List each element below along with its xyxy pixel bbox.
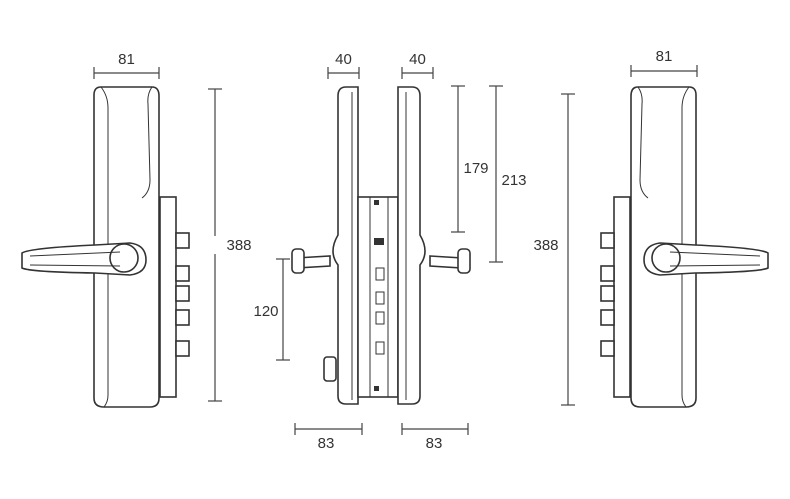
left-bolt-5 — [175, 340, 190, 357]
left-width-label: 81 — [118, 51, 135, 68]
right-height-label: 388 — [533, 237, 558, 254]
right-backplate — [613, 196, 631, 398]
mid-bottom-right-label: 83 — [426, 435, 443, 452]
left-handle-stub — [291, 248, 305, 274]
right-front-view — [600, 86, 769, 408]
mid-120-dimension: 120 — [250, 258, 290, 361]
mid-left-depth-label: 40 — [335, 51, 352, 68]
mid-213-dimension: 213 — [489, 85, 530, 263]
mortise-body — [357, 196, 399, 398]
mid-bottom-left-label: 83 — [318, 435, 335, 452]
right-bolt-3 — [600, 285, 615, 302]
left-bolt-3 — [175, 285, 190, 302]
mid-right-depth-label: 40 — [409, 51, 426, 68]
middle-right-body — [397, 86, 426, 405]
mid-120-label: 120 — [253, 303, 278, 320]
mid-213-label: 213 — [501, 172, 526, 189]
left-bolt-1 — [175, 232, 190, 249]
right-bolt-1 — [600, 232, 615, 249]
mid-179-label: 179 — [463, 160, 488, 177]
left-height-label: 388 — [226, 237, 251, 254]
left-front-view — [21, 86, 190, 408]
left-height-dimension: 388 — [208, 88, 260, 402]
right-width-dimension: 81 — [630, 48, 698, 77]
right-handle-stub — [457, 248, 471, 274]
mid-bottom-left-dimension: 83 — [294, 423, 363, 452]
right-bolt-5 — [600, 340, 615, 357]
mid-bottom-right-dimension: 83 — [401, 423, 469, 452]
mid-left-depth-dimension: 40 — [327, 51, 360, 79]
left-bolt-4 — [175, 309, 190, 326]
left-width-dimension: 81 — [93, 51, 160, 79]
knob — [323, 356, 337, 382]
right-height-dimension: 388 — [526, 93, 575, 406]
right-bolt-4 — [600, 309, 615, 326]
middle-side-view — [291, 86, 471, 405]
middle-left-body — [332, 86, 359, 405]
right-bolt-2 — [600, 265, 615, 282]
left-backplate — [159, 196, 177, 398]
right-width-label: 81 — [656, 48, 673, 65]
left-bolt-2 — [175, 265, 190, 282]
mid-179-dimension: 179 — [451, 85, 492, 233]
mid-right-depth-dimension: 40 — [401, 51, 434, 79]
